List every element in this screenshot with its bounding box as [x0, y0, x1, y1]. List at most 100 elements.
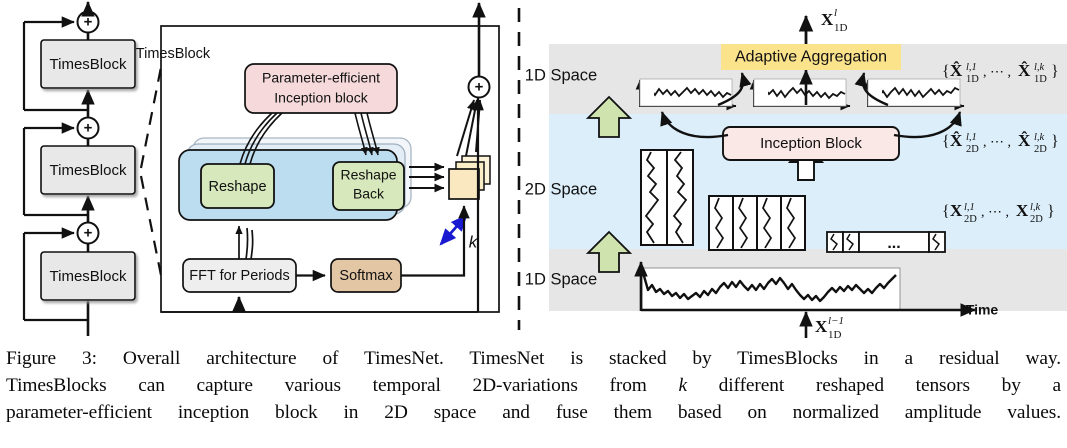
- set-1d-sup2: l,k: [1034, 62, 1045, 73]
- 1d-to-aggregation-curves: [717, 72, 889, 107]
- inception-to-1d-curves: [660, 111, 962, 139]
- tensor-2d-c: ...: [826, 231, 946, 253]
- set-2d-sup2: l,k: [1030, 202, 1041, 213]
- reshape-to-inception-edges: [239, 112, 283, 165]
- timesblock-1-label: TimesBlock: [50, 56, 127, 73]
- set-label-2d-hat: { X̂ l,1 2D , ⋯ , X̂ l,k 2D }: [942, 131, 1059, 155]
- output-label-sub: 1D: [834, 22, 848, 34]
- softmax-box[interactable]: Softmax: [330, 258, 402, 293]
- green-transform-arrow-lower: [585, 230, 633, 273]
- tensor-2d-b: [708, 195, 806, 251]
- caption-line-1: Figure 3: Overall architecture of TimesN…: [6, 348, 1061, 369]
- k-label: k: [469, 232, 479, 251]
- residual-add-3: +: [76, 221, 100, 245]
- residual-add-3-symbol: +: [84, 224, 93, 241]
- caption-line-3: parameter-efficient inception block in 2…: [6, 402, 1061, 424]
- set-2dhat-open: {: [942, 133, 950, 150]
- detail-panel-title: TimesBlock: [136, 46, 211, 62]
- timesblock-detail-panel: TimesBlock Reshape Reshape Back Pa: [136, 1, 500, 313]
- set-2d-sub1: 2D: [964, 214, 977, 225]
- output-label-base: X: [821, 10, 834, 29]
- set-1d-open: {: [942, 63, 950, 80]
- pe-inception-label-1: Parameter-efficient: [262, 70, 380, 86]
- fft-to-reshape-edges: [235, 225, 254, 260]
- pe-inception-label-2: Inception block: [274, 90, 368, 106]
- inception-block-box[interactable]: Inception Block: [722, 126, 900, 161]
- softmax-to-weights-path: [401, 205, 470, 277]
- inception-to-reshape-back-edges: [354, 112, 380, 156]
- set-2d-base1: X: [950, 201, 963, 220]
- set-2dhat-sup1: l,1: [966, 132, 977, 143]
- set-1d-close: }: [1051, 63, 1059, 80]
- reshape-back-label-1: Reshape: [340, 167, 396, 183]
- reshape-box[interactable]: Reshape: [200, 163, 275, 209]
- adaptive-aggregation-label: Adaptive Aggregation: [735, 49, 887, 66]
- fft-for-periods-box[interactable]: FFT for Periods: [182, 258, 297, 293]
- set-2dhat-sub1: 2D: [966, 144, 979, 155]
- reshape-back-label-2: Back: [353, 186, 385, 202]
- input-label-base: X: [815, 317, 828, 336]
- caption-line-2-part-a: TimesBlocks can capture various temporal…: [6, 375, 679, 397]
- caption-line-2: TimesBlocks can capture various temporal…: [6, 372, 1061, 399]
- weights-to-sum-arrows: [456, 99, 484, 157]
- softmax-label: Softmax: [339, 268, 393, 284]
- inception-block-label: Inception Block: [760, 135, 862, 152]
- set-2d-sup1: l,1: [964, 202, 975, 213]
- amplitude-weight-tensors: [448, 155, 491, 200]
- input-label-x1d: X l−1 1D: [815, 315, 844, 340]
- output-label-x1d: X l 1D: [821, 7, 848, 34]
- set-1d-sep: , ⋯ ,: [983, 65, 1011, 80]
- set-1d-sub1: 1D: [966, 74, 979, 85]
- set-2dhat-sep: , ⋯ ,: [983, 135, 1011, 150]
- timesblock-1[interactable]: TimesBlock: [40, 39, 136, 89]
- caption-line-2-k: k: [678, 375, 687, 397]
- set-label-2d: { X l,1 2D , ⋯ , X l,k 2D }: [942, 201, 1055, 225]
- set-1d-base1: X̂: [950, 61, 963, 80]
- right-detail-panel: 1D Space 2D Space 1D Space Time: [525, 7, 1067, 340]
- set-2d-sep: , ⋯ ,: [981, 205, 1009, 220]
- input-label-sup: l−1: [828, 315, 844, 327]
- reconstructed-1d-series: [635, 78, 965, 111]
- set-2dhat-base2: X̂: [1018, 131, 1031, 150]
- tensor-2d-a: [640, 149, 694, 246]
- residual-add-1: +: [76, 10, 100, 34]
- set-2d-base2: X: [1016, 201, 1029, 220]
- input-time-series: Time: [634, 260, 999, 318]
- set-2dhat-sub2: 2D: [1034, 144, 1047, 155]
- set-label-1d-hat: { X̂ l,1 1D , ⋯ , X̂ l,k 1D }: [942, 61, 1059, 85]
- reshape-label: Reshape: [208, 179, 266, 195]
- label-1d-space-top: 1D Space: [525, 66, 597, 84]
- figure-caption: Figure 3: Overall architecture of TimesN…: [6, 345, 1061, 426]
- timesnet-architecture-figure: TimesBlock + TimesBlock +: [22, 0, 1067, 340]
- residual-add-2-symbol: +: [84, 119, 93, 136]
- set-2d-close: }: [1047, 203, 1055, 220]
- set-2dhat-base1: X̂: [950, 131, 963, 150]
- timesblock-2[interactable]: TimesBlock: [40, 145, 136, 195]
- reshape-back-to-weights-arrows: [409, 162, 445, 193]
- set-1d-sup1: l,1: [966, 62, 977, 73]
- green-transform-arrow-upper: [585, 95, 633, 138]
- detail-sum-symbol: +: [475, 78, 484, 95]
- set-2dhat-close: }: [1051, 133, 1059, 150]
- set-2dhat-sup2: l,k: [1034, 132, 1045, 143]
- reshape-back-box[interactable]: Reshape Back: [332, 161, 405, 211]
- set-1d-sub2: 1D: [1034, 74, 1047, 85]
- adaptive-aggregation-box[interactable]: Adaptive Aggregation: [721, 44, 901, 70]
- detail-sum-node: +: [467, 75, 491, 99]
- input-label-sub: 1D: [828, 329, 842, 340]
- timesblock-3[interactable]: TimesBlock: [40, 251, 136, 301]
- timesblock-2-label: TimesBlock: [50, 162, 127, 179]
- caption-line-2-part-b: different reshaped tensors by a: [686, 375, 1061, 397]
- time-axis-label: Time: [966, 302, 999, 318]
- tensor-2d-ellipsis: ...: [887, 235, 900, 252]
- set-2d-open: {: [942, 203, 950, 220]
- left-stack-panel: TimesBlock + TimesBlock +: [22, 0, 136, 336]
- k-dimension-indicator: k: [439, 214, 479, 251]
- residual-add-1-symbol: +: [84, 13, 93, 30]
- label-2d-space: 2D Space: [525, 180, 597, 198]
- parameter-efficient-inception-block[interactable]: Parameter-efficient Inception block: [244, 63, 398, 114]
- residual-add-2: +: [76, 116, 100, 140]
- output-label-sup: l: [834, 7, 837, 19]
- fft-label: FFT for Periods: [189, 268, 289, 284]
